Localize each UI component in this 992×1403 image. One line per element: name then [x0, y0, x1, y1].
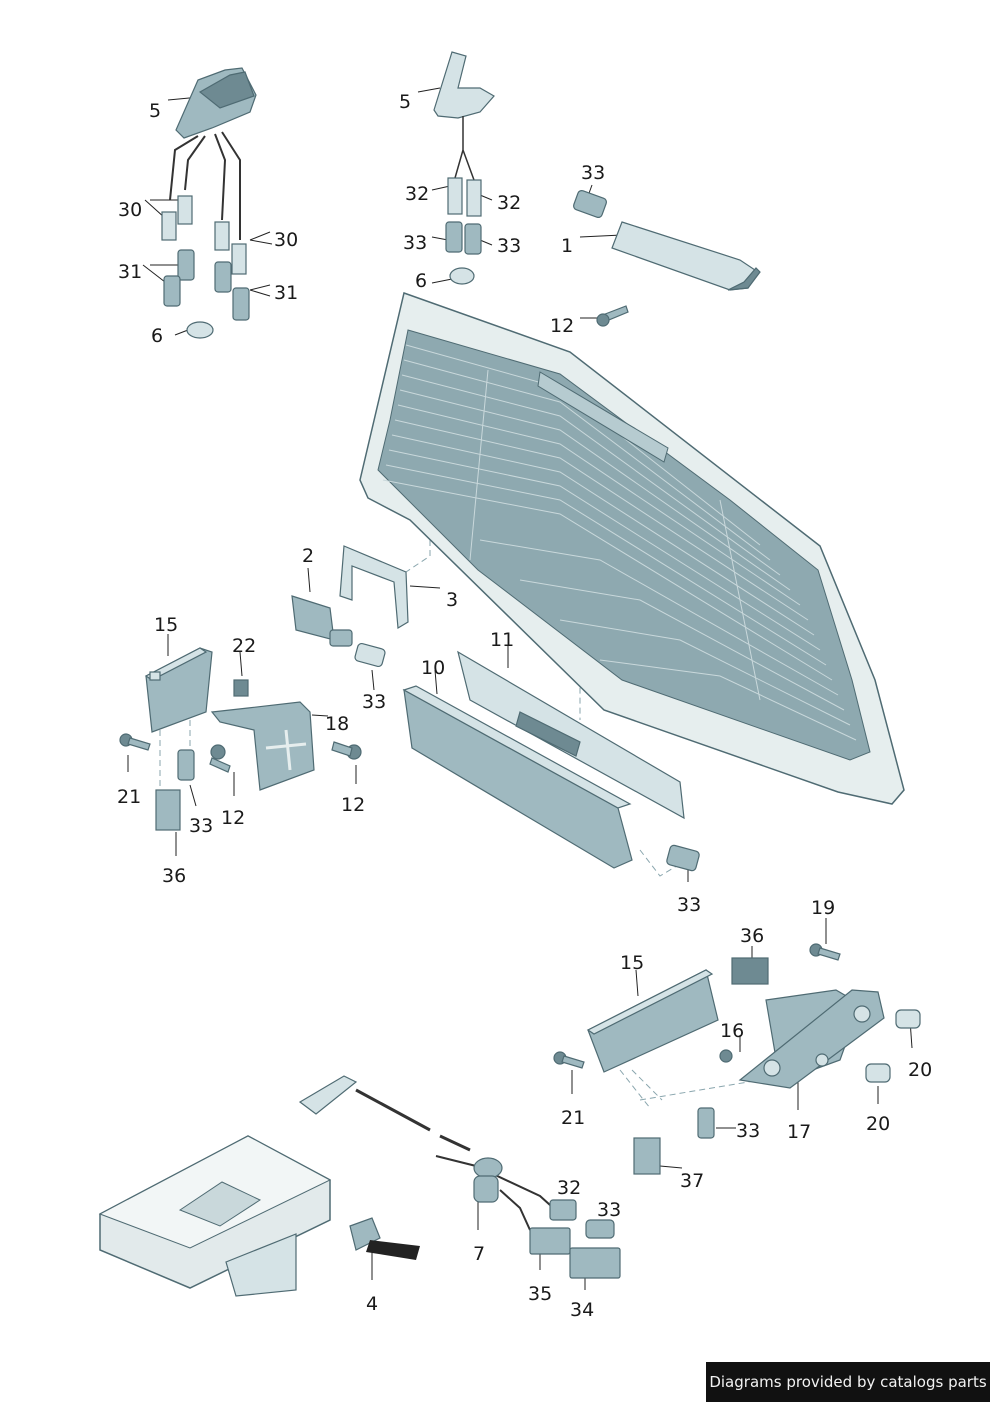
- callout-7: 7: [473, 1243, 486, 1265]
- callout-16: 16: [720, 1020, 745, 1042]
- callout-12-top: 12: [550, 315, 575, 337]
- callout-30-right: 30: [274, 229, 299, 251]
- antenna-amplifier-strips: [402, 650, 700, 872]
- callout-20-bottom: 20: [866, 1113, 891, 1135]
- callout-33-f: 33: [677, 894, 702, 916]
- callout-32-left: 32: [405, 183, 430, 205]
- callout-10: 10: [421, 657, 446, 679]
- antenna-amplifier-housing: [291, 545, 409, 668]
- callout-3: 3: [446, 589, 459, 611]
- callout-33-e: 33: [189, 815, 214, 837]
- callout-12-left: 12: [221, 807, 246, 829]
- credit-banner: Diagrams provided by catalogs parts: [706, 1362, 990, 1402]
- callout-17: 17: [787, 1121, 812, 1143]
- callout-18: 18: [325, 713, 350, 735]
- callout-21-right: 21: [561, 1107, 586, 1129]
- shark-fin-antenna-left: [169, 67, 257, 240]
- callout-33-h: 33: [597, 1199, 622, 1221]
- callout-22: 22: [232, 635, 257, 657]
- callout-19: 19: [811, 897, 836, 919]
- rear-window-glass: [359, 292, 905, 805]
- callout-12-right: 12: [341, 794, 366, 816]
- control-module-left: [144, 647, 213, 733]
- callout-5-right: 5: [399, 91, 412, 113]
- callout-5-left: 5: [149, 100, 162, 122]
- callout-15-right: 15: [620, 952, 645, 974]
- callout-31-left: 31: [118, 261, 143, 283]
- leader-lines: [127, 87, 913, 1290]
- callout-1: 1: [561, 235, 574, 257]
- callout-33-b: 33: [497, 235, 522, 257]
- callout-33-d: 33: [362, 691, 387, 713]
- callout-6-right: 6: [415, 270, 428, 292]
- connectors-left: [161, 195, 250, 339]
- callout-15-left: 15: [154, 614, 179, 636]
- shark-fin-antenna-right: [433, 51, 495, 285]
- callout-34: 34: [570, 1299, 595, 1321]
- callout-11: 11: [490, 629, 515, 651]
- callout-6-left: 6: [151, 325, 164, 347]
- callout-30-left: 30: [118, 199, 143, 221]
- rear-spoiler-bracket: [573, 189, 761, 327]
- module-bracket-left: [119, 679, 362, 831]
- callout-33-c: 33: [581, 162, 606, 184]
- callout-32-bottom: 32: [557, 1177, 582, 1199]
- callout-36-left: 36: [162, 865, 187, 887]
- control-module-right: [553, 943, 921, 1175]
- callout-20-top: 20: [908, 1059, 933, 1081]
- antenna-cable-and-module: [98, 1075, 621, 1297]
- callout-37: 37: [680, 1170, 705, 1192]
- callout-36-right: 36: [740, 925, 765, 947]
- callout-21-left: 21: [117, 786, 142, 808]
- callout-2: 2: [302, 545, 315, 567]
- callout-32-right: 32: [497, 192, 522, 214]
- callout-35: 35: [528, 1283, 553, 1305]
- callout-31-right: 31: [274, 282, 299, 304]
- callout-4: 4: [366, 1293, 379, 1315]
- callout-33-a: 33: [403, 232, 428, 254]
- callout-33-g: 33: [736, 1120, 761, 1142]
